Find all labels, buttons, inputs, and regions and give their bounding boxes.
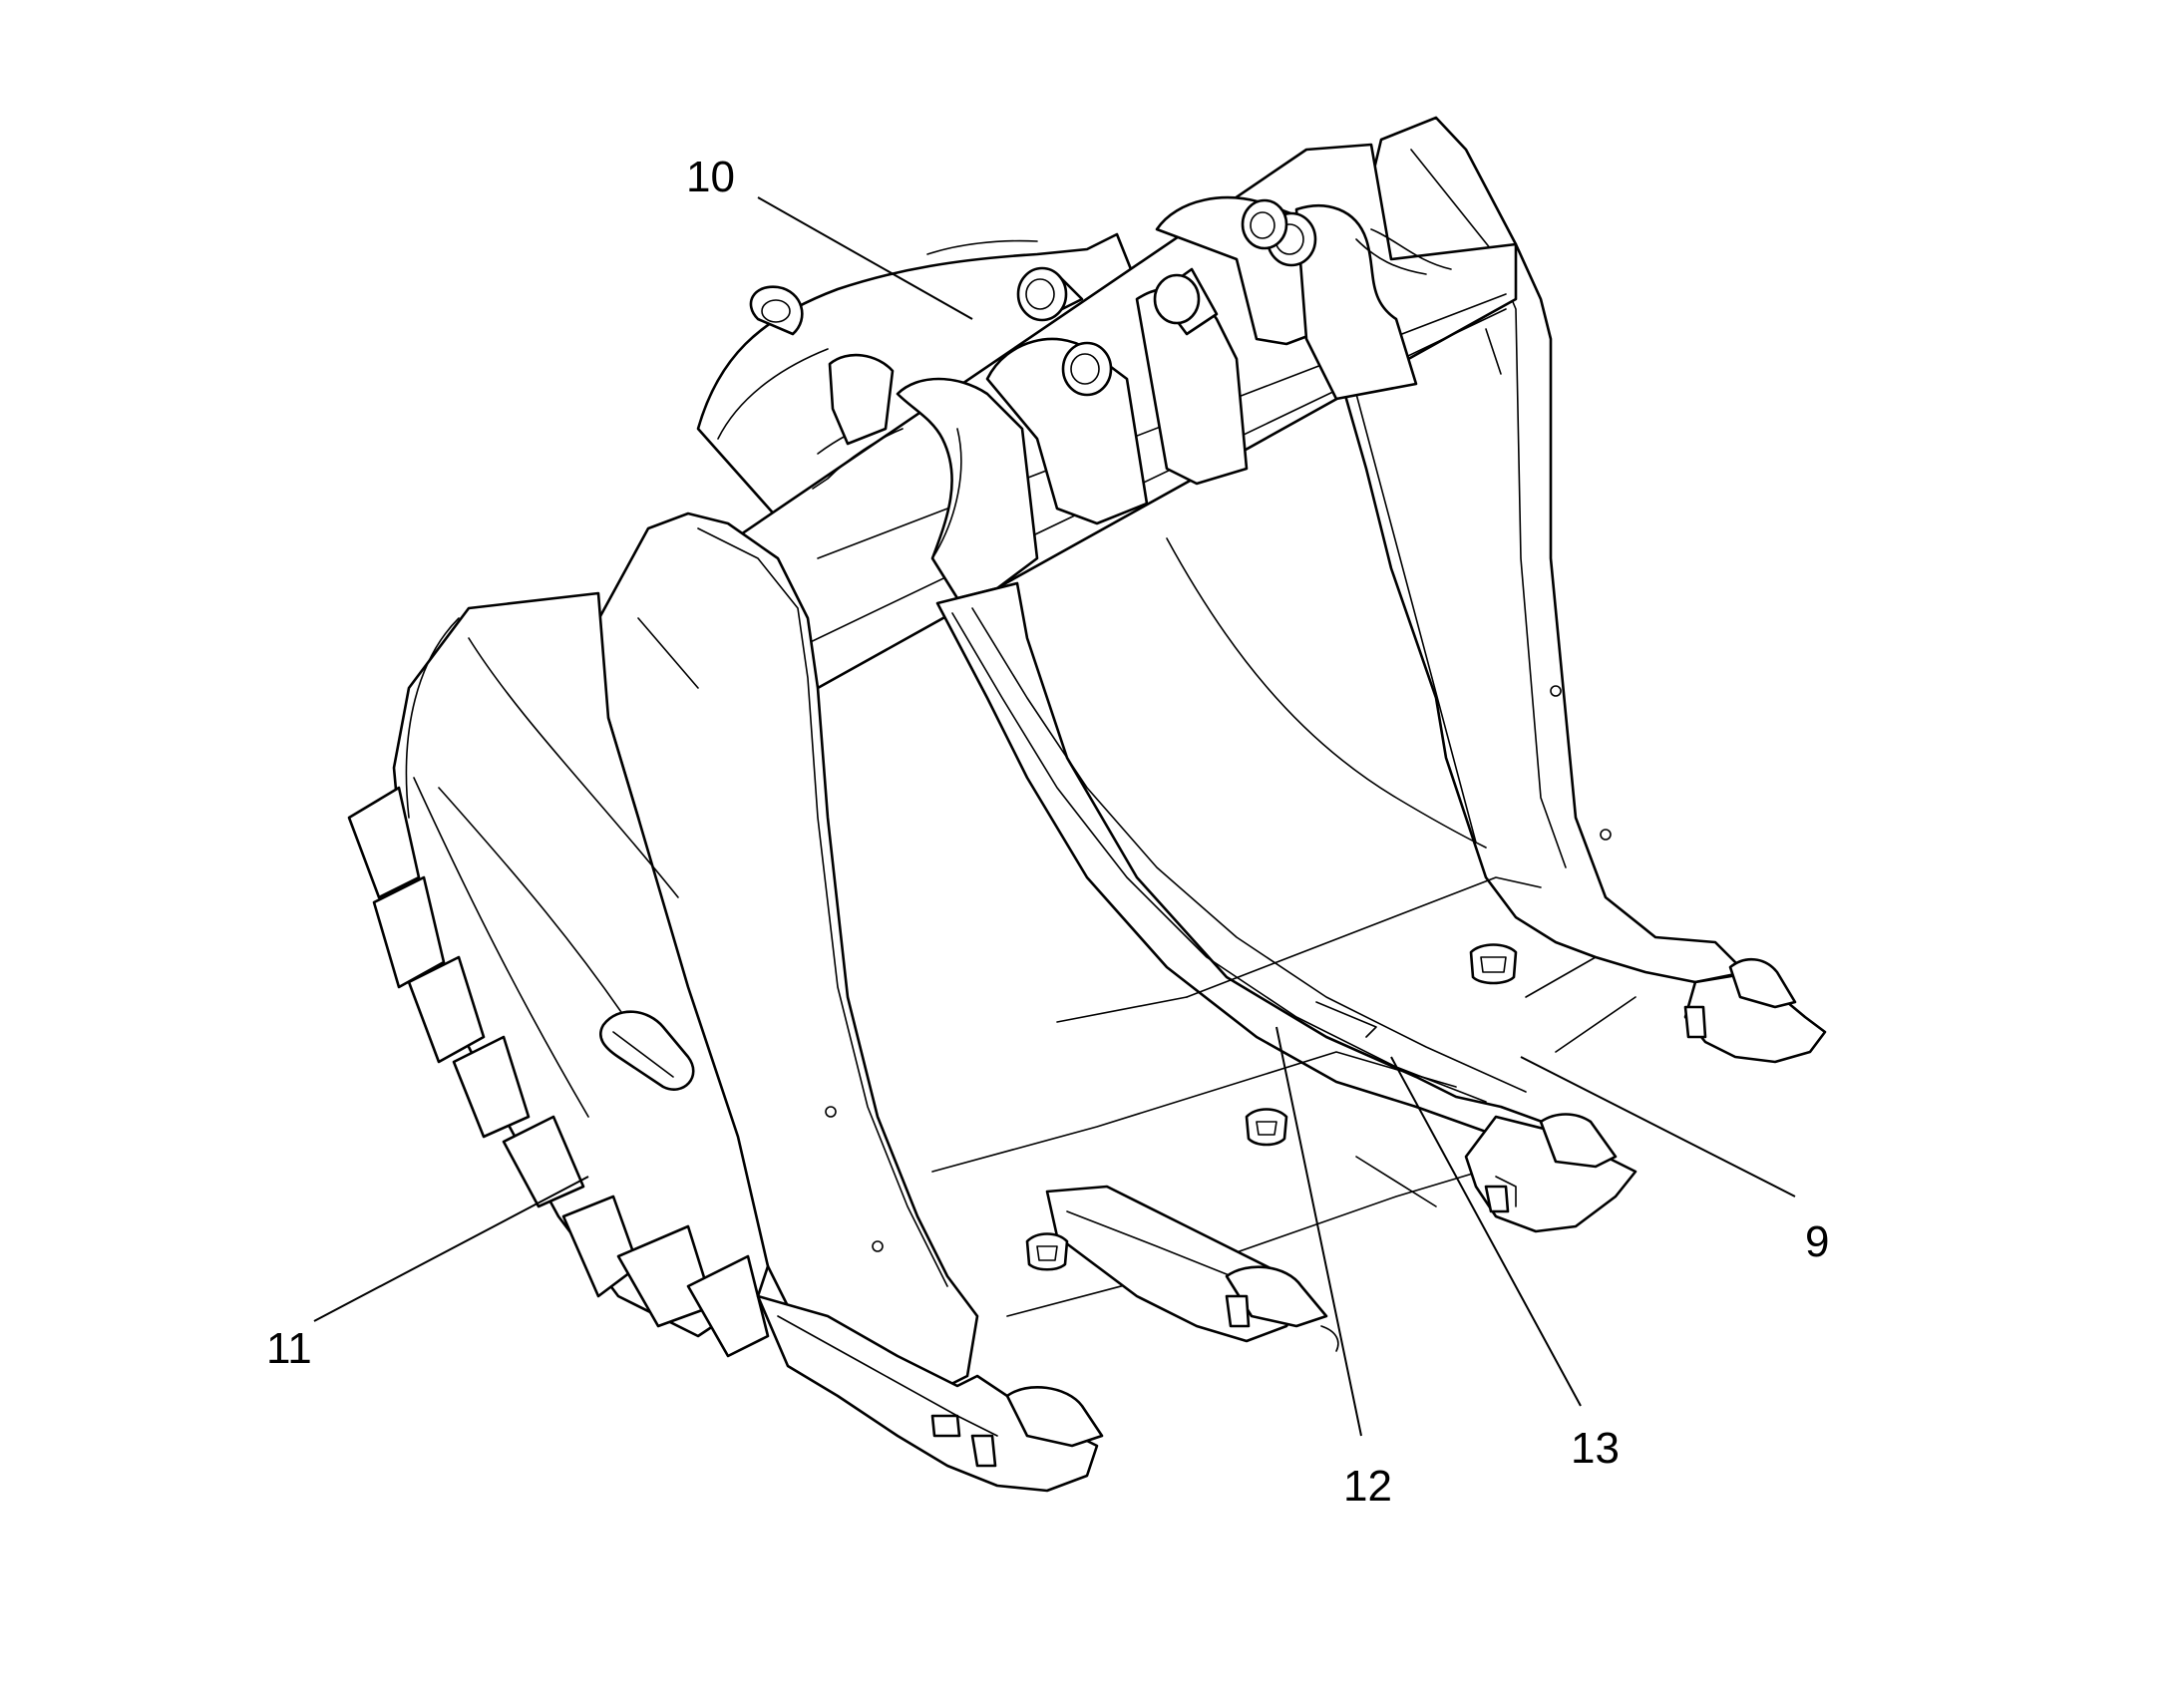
callout-11: 11: [266, 1324, 312, 1373]
side-cutter-segments: [347, 786, 770, 1358]
callout-9: 9: [1805, 1217, 1829, 1266]
center-tooth: [1045, 1185, 1339, 1352]
leader-9: [1520, 1056, 1796, 1197]
leader-12: [1275, 1026, 1362, 1437]
right-tooth: [1683, 958, 1827, 1064]
left-outer-skin: [392, 591, 770, 1338]
middle-tooth: [1464, 1113, 1637, 1233]
floor-bosses: [1025, 943, 1518, 1271]
leader-11: [313, 1176, 589, 1322]
link-lugs: [812, 195, 1452, 600]
callouts: 10 11 12 13 9: [266, 153, 1829, 1511]
leader-lines: [313, 196, 1796, 1437]
callout-12: 12: [1343, 1462, 1392, 1511]
leader-13: [1390, 1056, 1582, 1407]
leader-10: [757, 196, 973, 320]
callout-13: 13: [1571, 1424, 1620, 1473]
left-front-tooth: [756, 1294, 1104, 1493]
pin-front: [1016, 198, 1288, 336]
bucket-floor: [931, 537, 1636, 1317]
callout-10: 10: [686, 153, 735, 201]
